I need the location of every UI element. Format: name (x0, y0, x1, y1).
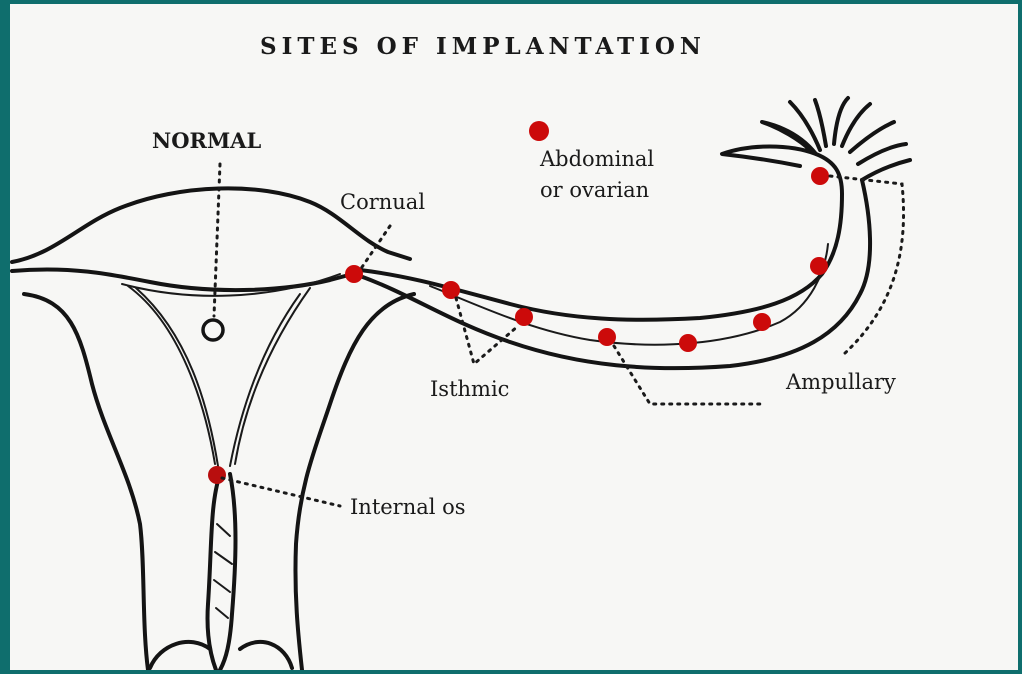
fallopian-tube-illustration (360, 98, 910, 368)
cornual-site-marker (345, 265, 363, 283)
cervical-canal-folds (214, 524, 232, 618)
cavity-left-wall-inner (136, 288, 218, 466)
isthmic-site-marker-1 (442, 281, 460, 299)
endometrial-cavity-top (12, 269, 360, 290)
label-ampullary: Ampullary (785, 370, 896, 394)
normal-implantation-marker (203, 320, 223, 340)
label-abdominal-line2: or ovarian (540, 178, 649, 202)
leader-lines (214, 164, 904, 506)
internal-os-site-marker (208, 466, 226, 484)
ampullary-site-marker-1 (598, 328, 616, 346)
cervical-canal-left (207, 474, 220, 670)
ampullary-site-marker-4 (810, 257, 828, 275)
cornual-leader-line (360, 226, 390, 270)
label-abdominal-line1: Abdominal (539, 147, 654, 171)
isthmic-site-marker-2 (515, 308, 533, 326)
implantation-diagram: SITES OF IMPLANTATION (10, 4, 1018, 670)
abdominal-site-marker (529, 121, 549, 141)
label-cornual: Cornual (340, 190, 425, 214)
ampullary-site-marker-5 (811, 167, 829, 185)
label-isthmic: Isthmic (430, 377, 509, 401)
label-normal: NORMAL (152, 128, 261, 153)
uterus-illustration (12, 188, 414, 670)
tube-lumen (430, 244, 828, 345)
cavity-left-wall (128, 286, 215, 464)
diagram-frame: SITES OF IMPLANTATION (10, 4, 1018, 670)
cervical-canal-right (220, 474, 236, 670)
uterus-right-outline (295, 294, 414, 670)
tube-fimbriae (722, 98, 910, 180)
cavity-right-wall (235, 288, 310, 464)
uterus-left-outline (24, 294, 148, 670)
internal-os-leader-line (222, 478, 340, 506)
ampullary-leader-line-lower (614, 346, 762, 404)
isthmic-leader-line (456, 298, 518, 364)
ampullary-site-marker-3 (753, 313, 771, 331)
diagram-title: SITES OF IMPLANTATION (260, 33, 706, 60)
label-internal-os: Internal os (350, 495, 466, 519)
ampullary-site-marker-2 (679, 334, 697, 352)
